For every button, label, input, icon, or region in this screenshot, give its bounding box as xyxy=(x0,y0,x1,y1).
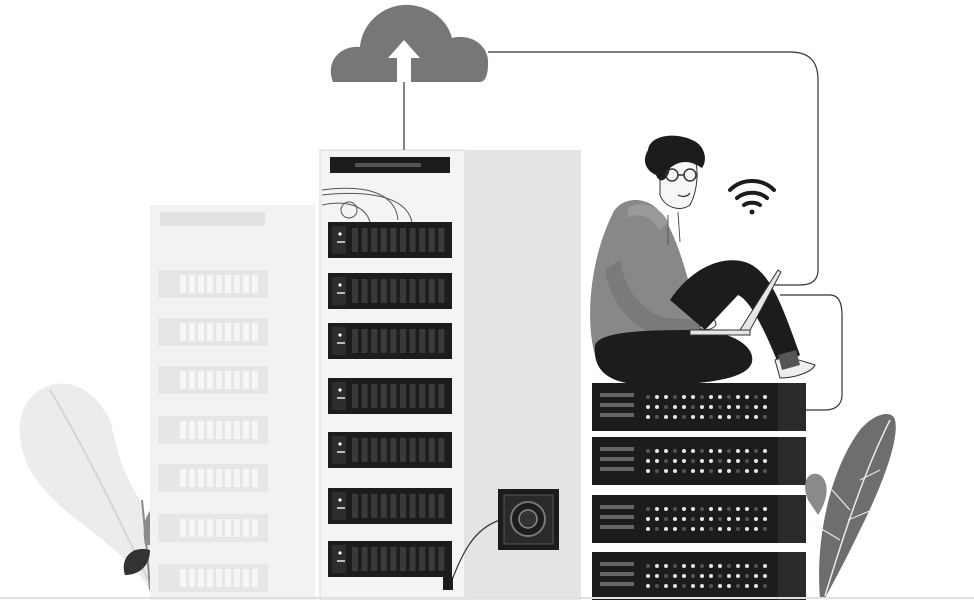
leaf-icon xyxy=(123,549,150,575)
server-unit xyxy=(592,552,806,600)
server-unit xyxy=(328,222,452,258)
server-unit xyxy=(328,432,452,468)
main-server-rack xyxy=(319,149,581,600)
server-unit xyxy=(328,488,452,524)
cloud-upload-icon xyxy=(330,4,489,150)
server-unit xyxy=(158,464,268,492)
network-cables xyxy=(488,51,843,411)
leaf-icon xyxy=(819,414,896,598)
server-unit xyxy=(158,270,268,298)
server-unit xyxy=(328,378,452,414)
server-unit xyxy=(592,383,806,431)
server-stack xyxy=(592,383,806,600)
server-unit xyxy=(328,273,452,309)
server-unit xyxy=(158,318,268,346)
server-unit xyxy=(592,495,806,543)
server-unit xyxy=(328,323,452,359)
server-unit xyxy=(158,366,268,394)
server-unit xyxy=(158,514,268,542)
right-leaf-plant xyxy=(805,414,896,598)
server-unit xyxy=(592,437,806,485)
server-unit xyxy=(158,564,268,592)
leaf-icon xyxy=(805,473,827,515)
wifi-icon xyxy=(728,179,776,215)
server-unit xyxy=(158,416,268,444)
leaf-icon xyxy=(19,383,160,590)
server-unit xyxy=(328,541,452,577)
external-fan-unit xyxy=(498,489,559,550)
power-plug xyxy=(443,577,453,590)
background-server-rack xyxy=(150,205,315,600)
person-with-laptop xyxy=(590,135,816,385)
